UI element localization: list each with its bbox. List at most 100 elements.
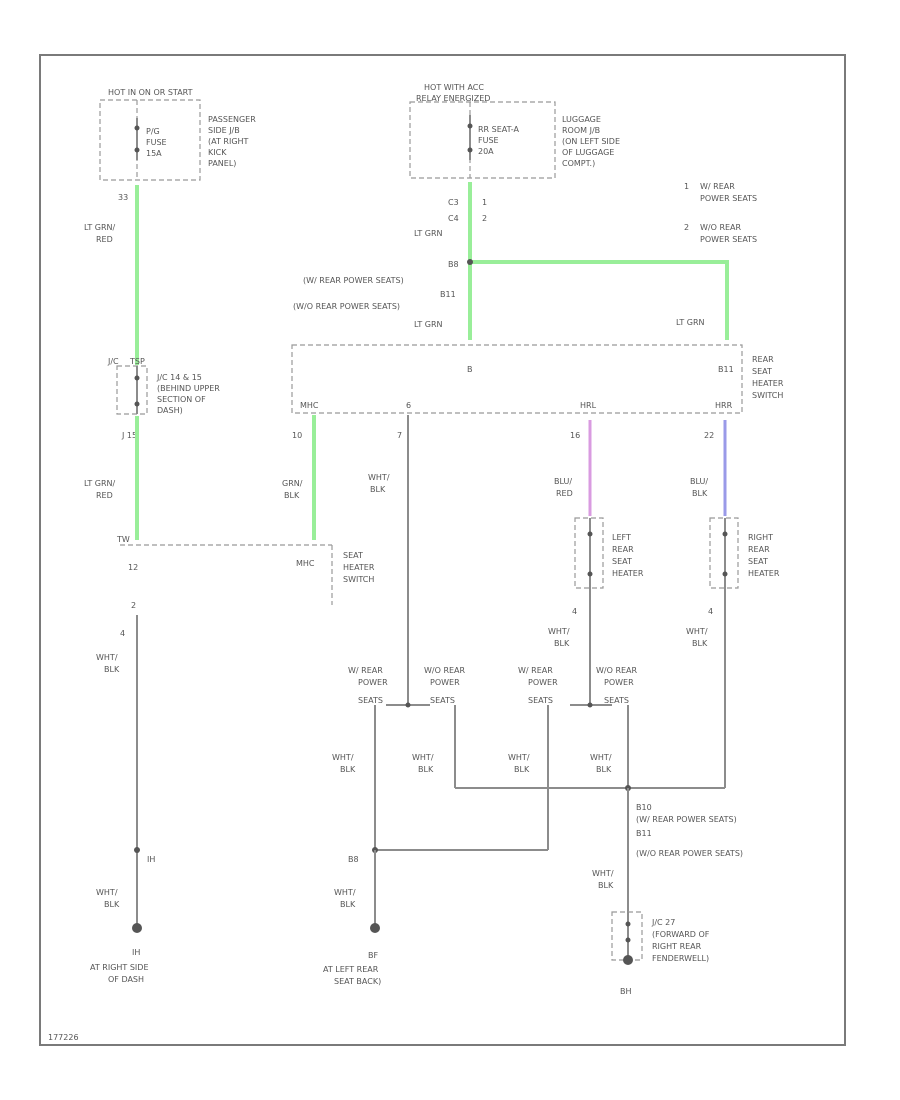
seat-switch-tw: TW (116, 535, 130, 544)
wire-right-ltgrn-label: LT GRN (676, 318, 705, 327)
ground-ih-label: IH (132, 948, 140, 957)
rear-switch-pin-10: 10 (292, 431, 302, 440)
legend-item-1b: POWER SEATS (700, 194, 757, 203)
rear-seat-heater-switch: B B11 REAR SEAT HEATER SWITCH MHC 6 HRL … (291, 344, 784, 440)
rear-switch-label-2: SEAT (752, 367, 772, 376)
opt-left-w-a: W/ REAR (348, 666, 383, 675)
branch-4-label-b: BLK (596, 765, 612, 774)
option-branch-right: W/ REAR POWER SEATS W/O REAR POWER SEATS (518, 666, 638, 850)
right-heater-label-1: RIGHT (748, 533, 773, 542)
rear-switch-label-3: HEATER (752, 379, 784, 388)
ground-ih-symbol (132, 923, 142, 933)
diagram-code: 177226 (48, 1033, 79, 1042)
right-fuse-loc-4: OF LUGGAGE (562, 148, 614, 157)
left-fuse-pin: 33 (118, 193, 128, 202)
rear-switch-pin-6: 6 (406, 401, 411, 410)
legend: 1 W/ REAR POWER SEATS 2 W/O REAR POWER S… (684, 182, 757, 244)
legend-number-2: 2 (684, 223, 689, 232)
ground-jc-desc-1: J/C 27 (651, 918, 675, 927)
left-fuse-loc-5: PANEL) (208, 159, 236, 168)
wire-left-low-label-a: WHT/ (96, 653, 118, 662)
right-heater-pin: 4 (708, 607, 713, 616)
wire-blu-red-label-b: RED (556, 489, 573, 498)
wire-left-mid-label-a: LT GRN/ (84, 479, 116, 488)
ground-b8-pin: B8 (348, 855, 359, 864)
opt-right-wo-c: SEATS (604, 696, 629, 705)
rear-switch-label-4: SWITCH (752, 391, 783, 400)
junction-desc-4: DASH) (157, 406, 183, 415)
ground-bf-loc-1: AT LEFT REAR (323, 965, 379, 974)
junction-desc-3: SECTION OF (157, 395, 206, 404)
opt-left-wo-c: SEATS (430, 696, 455, 705)
rear-switch-pin-22: 22 (704, 431, 714, 440)
ground-jc-desc-4: FENDERWELL) (652, 954, 709, 963)
ground-b10-desc: (W/ REAR POWER SEATS) (636, 815, 737, 824)
wire-lt-grn-branch (470, 260, 729, 340)
opt-left-wo-b: POWER (430, 678, 460, 687)
junction-pin: J 15 (121, 431, 137, 440)
ground-ih-wire-b: BLK (104, 900, 120, 909)
right-fuse-loc-3: (ON LEFT SIDE (562, 137, 620, 146)
ground-bh-wire-a: WHT/ (592, 869, 614, 878)
wire-blu-blk-label-b: BLK (692, 489, 708, 498)
left-fuse-header: HOT IN ON OR START (108, 88, 193, 97)
splice-b8-desc: (W/ REAR POWER SEATS) (303, 276, 404, 285)
branch-2-label-a: WHT/ (412, 753, 434, 762)
wire-grn-label-b: BLK (284, 491, 300, 500)
left-heater-pin: 4 (572, 607, 577, 616)
ground-b10-label: B10 (636, 803, 652, 812)
ground-bh-label: BH (620, 987, 632, 996)
ground-bf-wire-b: BLK (340, 900, 356, 909)
left-rear-seat-heater: LEFT REAR SEAT HEATER 4 (572, 517, 644, 616)
branch-4-label-a: WHT/ (590, 753, 612, 762)
left-heater-wire-b: BLK (554, 639, 570, 648)
right-fuse-num-1: 1 (482, 198, 487, 207)
left-fuse-loc-4: KICK (208, 148, 227, 157)
right-fuse-conn-c4: C4 (448, 214, 459, 223)
opt-left-wo-a: W/O REAR (424, 666, 466, 675)
opt-right-wo-a: W/O REAR (596, 666, 638, 675)
rear-switch-pin-7: 7 (397, 431, 402, 440)
legend-item-2a: W/O REAR (700, 223, 742, 232)
wire-left-top-label-a: LT GRN/ (84, 223, 116, 232)
rear-switch-b: B (467, 365, 473, 374)
branch-1-label-b: BLK (340, 765, 356, 774)
left-fuse-loc-3: (AT RIGHT (208, 137, 249, 146)
left-heater-label-3: SEAT (612, 557, 632, 566)
ground-bh: B10 (W/ REAR POWER SEATS) B11 (W/O REAR … (592, 788, 743, 996)
seat-switch-label-3: SWITCH (343, 575, 374, 584)
ground-bh-symbol (623, 955, 633, 965)
left-fuse-block: HOT IN ON OR START P/G FUSE 15A PASSENGE… (99, 88, 256, 202)
ground-ih-loc-2: OF DASH (108, 975, 144, 984)
seat-switch-label-2: HEATER (343, 563, 375, 572)
ground-b11-desc: (W/O REAR POWER SEATS) (636, 849, 743, 858)
branch-3-label-b: BLK (514, 765, 530, 774)
junction-desc-2: (BEHIND UPPER (157, 384, 220, 393)
splice-b8-dot (467, 259, 473, 265)
rear-switch-pin-16: 16 (570, 431, 580, 440)
seat-switch-label-1: SEAT (343, 551, 363, 560)
legend-item-2b: POWER SEATS (700, 235, 757, 244)
wire-blu-blk-label-a: BLU/ (690, 477, 708, 486)
option-branch-left: W/ REAR POWER SEATS W/O REAR POWER SEATS (348, 666, 466, 850)
opt-right-w-c: SEATS (528, 696, 553, 705)
junction-id: TSP (129, 357, 145, 366)
splice-b11-desc: (W/O REAR POWER SEATS) (293, 302, 400, 311)
right-rear-seat-heater: RIGHT REAR SEAT HEATER 4 (708, 517, 780, 616)
ground-bf: B8 WHT/ BLK BF AT LEFT REAR SEAT BACK) (323, 850, 381, 986)
right-fuse-header-2: RELAY ENERGIZED (416, 94, 490, 103)
ground-bf-loc-2: SEAT BACK) (334, 977, 381, 986)
rear-switch-mhc: MHC (300, 401, 319, 410)
opt-right-wo-b: POWER (604, 678, 634, 687)
branch-1-label-a: WHT/ (332, 753, 354, 762)
ground-bf-wire-a: WHT/ (334, 888, 356, 897)
wire-left-low-label-b: BLK (104, 665, 120, 674)
splice-b11-label: B11 (440, 290, 456, 299)
ground-jc-desc-3: RIGHT REAR (652, 942, 702, 951)
ground-ih-pin: IH (147, 855, 155, 864)
junction-connector: TSP J/C J/C 14 & 15 (BEHIND UPPER SECTIO… (107, 357, 220, 440)
branch-3-label-a: WHT/ (508, 753, 530, 762)
right-fuse-block: HOT WITH ACC RELAY ENERGIZED RR SEAT-A F… (409, 83, 620, 223)
wire-grn-label-a: GRN/ (282, 479, 303, 488)
